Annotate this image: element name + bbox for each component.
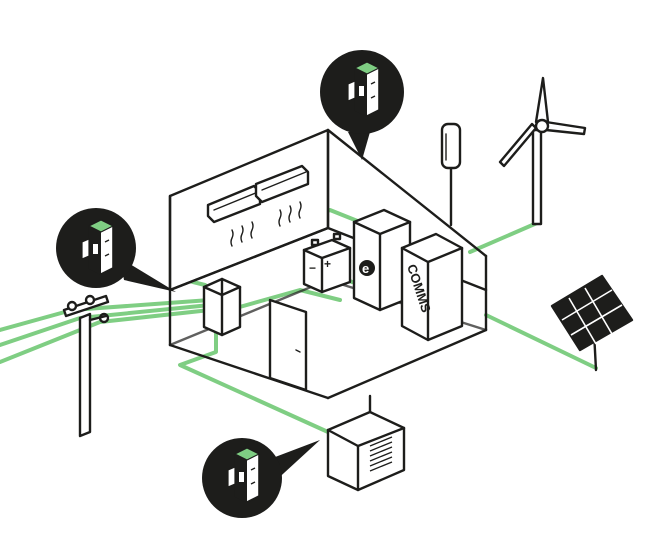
solar-wire [484, 313, 598, 370]
board-wire [234, 288, 342, 310]
meter-callout-top [320, 50, 404, 160]
outdoor-wire [178, 323, 330, 434]
battery-minus-label: − [309, 261, 316, 275]
sensor-pole-icon [440, 122, 462, 227]
grid-wire-3 [0, 308, 212, 364]
house-back-right-wall [326, 128, 488, 258]
outdoor-unit-icon [326, 394, 406, 492]
wind-turbine-icon [498, 76, 587, 226]
meter-callout-bottom [202, 438, 320, 518]
air-conditioner-icon [206, 164, 310, 247]
meter-callout-left [56, 208, 176, 292]
wind-wire [468, 221, 539, 254]
energy-logo: e [362, 261, 369, 276]
battery-icon: − + [302, 232, 352, 294]
solar-panel-icon [550, 274, 634, 372]
switchboard-icon [202, 277, 242, 337]
grid-wire-2 [0, 303, 212, 347]
utility-pole-icon [62, 294, 110, 438]
door-icon [268, 298, 308, 392]
comms-cabinet-icon: COMMS [400, 232, 464, 342]
battery-plus-label: + [324, 257, 331, 271]
